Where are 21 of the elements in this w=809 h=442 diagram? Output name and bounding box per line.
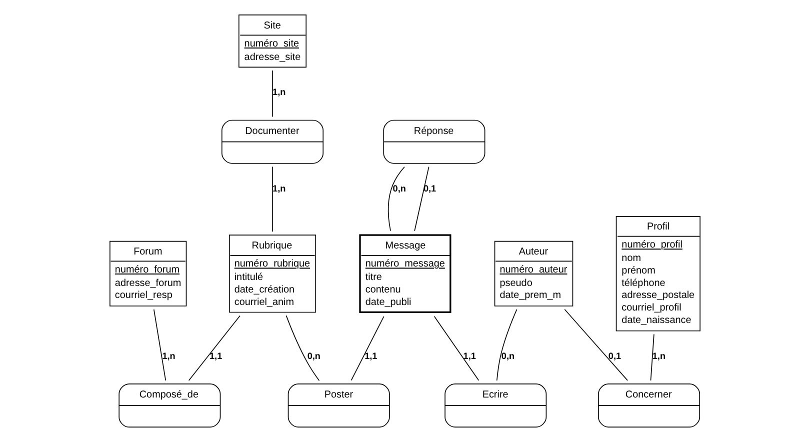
edge-label: 1,n	[272, 87, 286, 98]
edge-label: 1,1	[462, 350, 476, 361]
edge-label: 1,n	[272, 183, 286, 194]
connector	[152, 308, 166, 381]
connector	[496, 309, 517, 381]
edge-label: 0,n	[306, 350, 320, 361]
edge-label: 1,1	[364, 350, 377, 361]
connector	[564, 308, 628, 381]
edge-label: 1,1	[208, 350, 222, 361]
edge-label: 0,n	[392, 183, 406, 194]
edge-label: 1,n	[162, 350, 175, 361]
connector	[650, 334, 654, 381]
connector	[188, 315, 240, 381]
connector	[285, 315, 320, 382]
edge-label: 0,n	[500, 350, 514, 361]
connector	[387, 166, 404, 232]
edge-label: 0,1	[608, 350, 621, 361]
edge-label: 1,n	[652, 350, 666, 361]
connector	[414, 166, 429, 232]
connector	[433, 316, 479, 381]
connector	[350, 316, 384, 381]
